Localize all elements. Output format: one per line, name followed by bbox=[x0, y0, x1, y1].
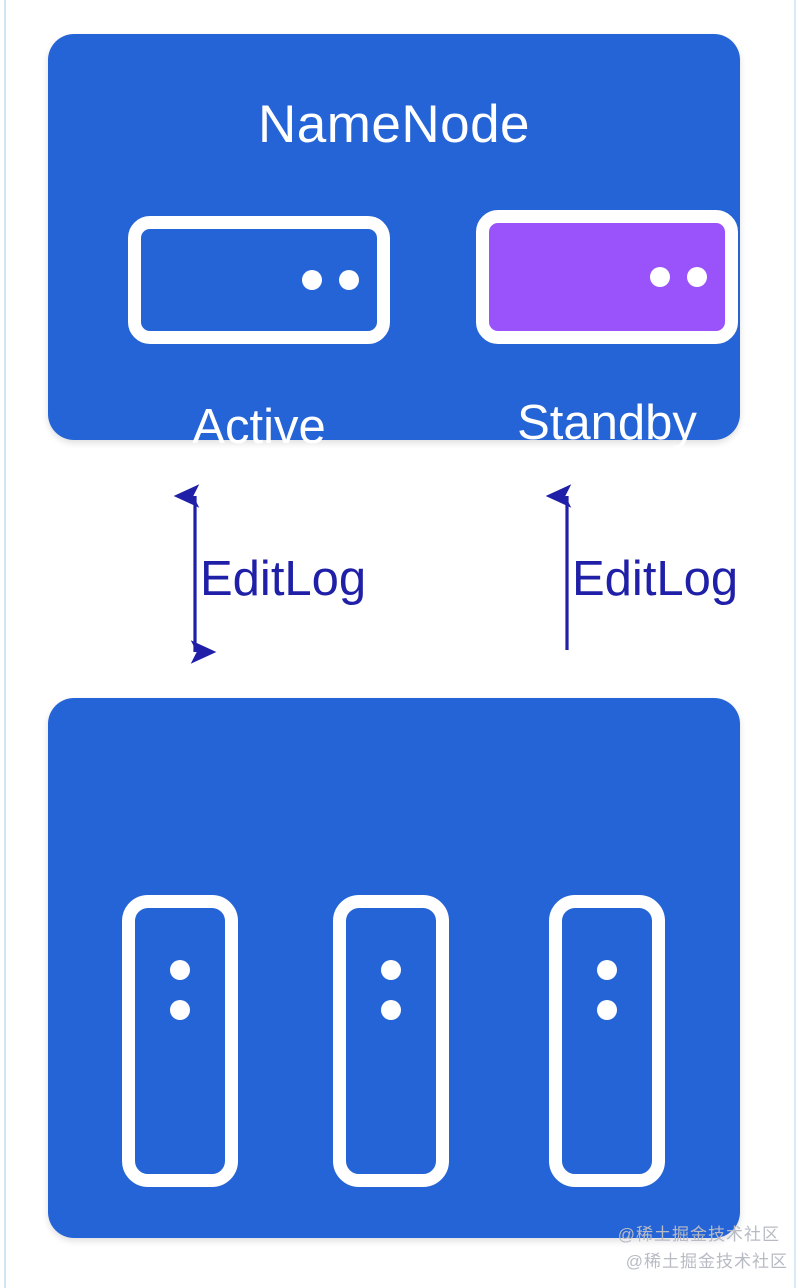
frame-line-left bbox=[4, 0, 6, 1288]
watermark-line-2: @稀土掘金技术社区 bbox=[625, 1252, 788, 1271]
namenode-standby-label: Standby bbox=[517, 396, 697, 450]
server-vertical-icon-journal-1[interactable] bbox=[122, 895, 238, 1187]
frame-line-right bbox=[794, 0, 796, 1288]
editlog-right-arrow bbox=[545, 484, 572, 650]
status-dots-active bbox=[302, 270, 359, 290]
server-vertical-icon-journal-3[interactable] bbox=[549, 895, 665, 1187]
status-dot bbox=[381, 1000, 401, 1020]
status-dots-journal-2 bbox=[381, 960, 401, 1020]
status-dot bbox=[650, 267, 670, 287]
status-dot bbox=[302, 270, 322, 290]
editlog-left-label: EditLog bbox=[200, 552, 367, 606]
editlog-left-arrow bbox=[173, 484, 217, 664]
watermark-line-1: @稀土掘金技术社区 bbox=[617, 1225, 780, 1244]
status-dot bbox=[381, 960, 401, 980]
status-dot bbox=[339, 270, 359, 290]
status-dots-journal-3 bbox=[597, 960, 617, 1020]
server-horizontal-icon-active[interactable] bbox=[128, 216, 390, 344]
status-dots-standby bbox=[650, 267, 707, 287]
status-dot bbox=[687, 267, 707, 287]
server-vertical-icon-journal-2[interactable] bbox=[333, 895, 449, 1187]
server-horizontal-icon-standby[interactable] bbox=[476, 210, 738, 344]
status-dot bbox=[170, 1000, 190, 1020]
namenode-active-label: Active bbox=[192, 400, 326, 454]
status-dot bbox=[597, 1000, 617, 1020]
namenode-panel: NameNode Active Standby bbox=[48, 34, 740, 454]
status-dot bbox=[170, 960, 190, 980]
editlog-right-label: EditLog bbox=[572, 552, 739, 606]
status-dots-journal-1 bbox=[170, 960, 190, 1020]
status-dot bbox=[597, 960, 617, 980]
namenode-panel-title: NameNode bbox=[257, 95, 531, 154]
